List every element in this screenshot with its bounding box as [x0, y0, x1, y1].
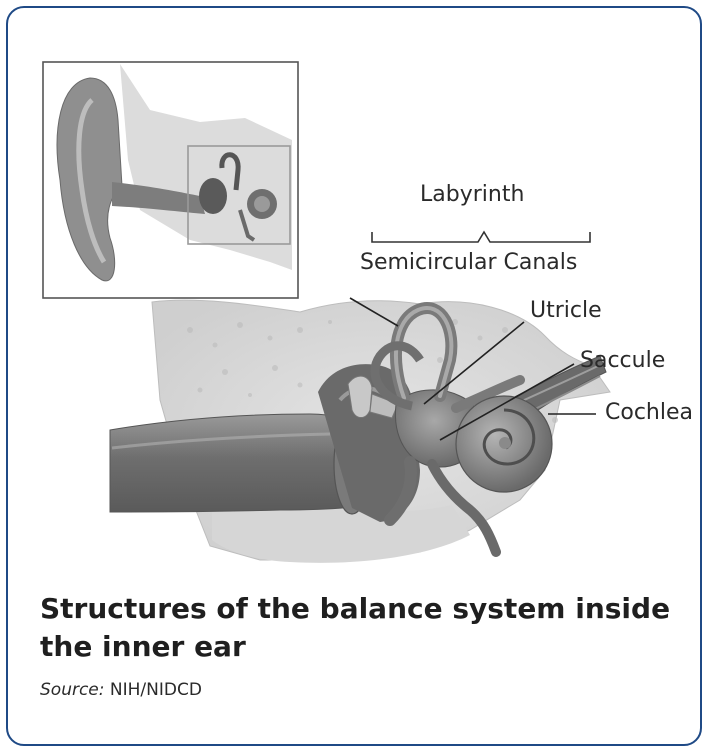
source-prefix: Source: — [40, 680, 105, 700]
label-utricle: Utricle — [530, 300, 602, 322]
label-semicircular-canals: Semicircular Canals — [360, 252, 577, 274]
label-labyrinth: Labyrinth — [420, 184, 524, 206]
figure-source: Source: NIH/NIDCD — [40, 680, 202, 700]
figure-caption-title: Structures of the balance system inside … — [40, 590, 680, 666]
label-cochlea: Cochlea — [605, 402, 693, 424]
overview-inset — [43, 62, 298, 298]
source-value: NIH/NIDCD — [110, 680, 202, 700]
labyrinth-bracket — [372, 232, 590, 242]
label-saccule: Saccule — [580, 350, 665, 372]
